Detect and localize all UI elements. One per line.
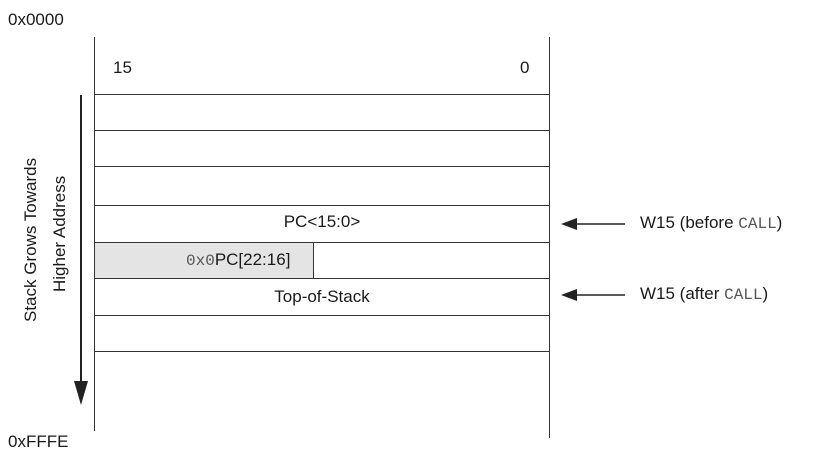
stack-direction-label-line2: Higher Address <box>50 175 69 292</box>
bit-15-label: 15 <box>113 58 132 77</box>
stack-growth-arrow-icon <box>74 95 88 405</box>
stack-row-line <box>94 130 550 131</box>
stack-row-line <box>94 351 550 352</box>
pc-high-label: PC[22:16] <box>214 250 291 269</box>
w15-after-text: W15 (after <box>640 284 725 303</box>
stack-row-line <box>94 205 550 206</box>
w15-after-close: ) <box>762 284 769 303</box>
top-address-label: 0x0000 <box>8 10 64 29</box>
w15-before-arrow-icon <box>561 218 625 230</box>
w15-before-call-code: CALL <box>738 215 777 233</box>
stack-row-line <box>94 315 550 316</box>
w15-after-call-label: W15 (after CALL) <box>640 284 768 305</box>
bottom-address-label: 0xFFFE <box>8 432 69 451</box>
pc-low-word-cell: PC<15:0> <box>283 212 361 231</box>
w15-before-close: ) <box>776 213 783 232</box>
stack-row-line <box>94 94 550 95</box>
stack-row-line <box>94 278 550 279</box>
top-of-stack-cell: Top-of-Stack <box>274 287 370 306</box>
stack-row-line <box>94 166 550 167</box>
w15-after-call-code: CALL <box>724 286 763 304</box>
upper-byte-cell <box>95 243 313 278</box>
w15-after-arrow-icon <box>561 289 625 301</box>
w15-before-call-label: W15 (before CALL) <box>640 213 782 234</box>
byte-divider <box>313 243 314 278</box>
pc-high-byte-cell: 0x0PC[22:16] <box>186 250 290 271</box>
stack-direction-label-line1: Stack Grows Towards <box>21 157 40 322</box>
pc-high-prefix: 0x0 <box>186 252 215 270</box>
stack-left-border <box>94 37 95 431</box>
stack-right-border <box>549 37 550 438</box>
bit-0-label: 0 <box>520 58 530 77</box>
stack-row-line <box>94 242 550 243</box>
w15-before-text: W15 (before <box>640 213 739 232</box>
